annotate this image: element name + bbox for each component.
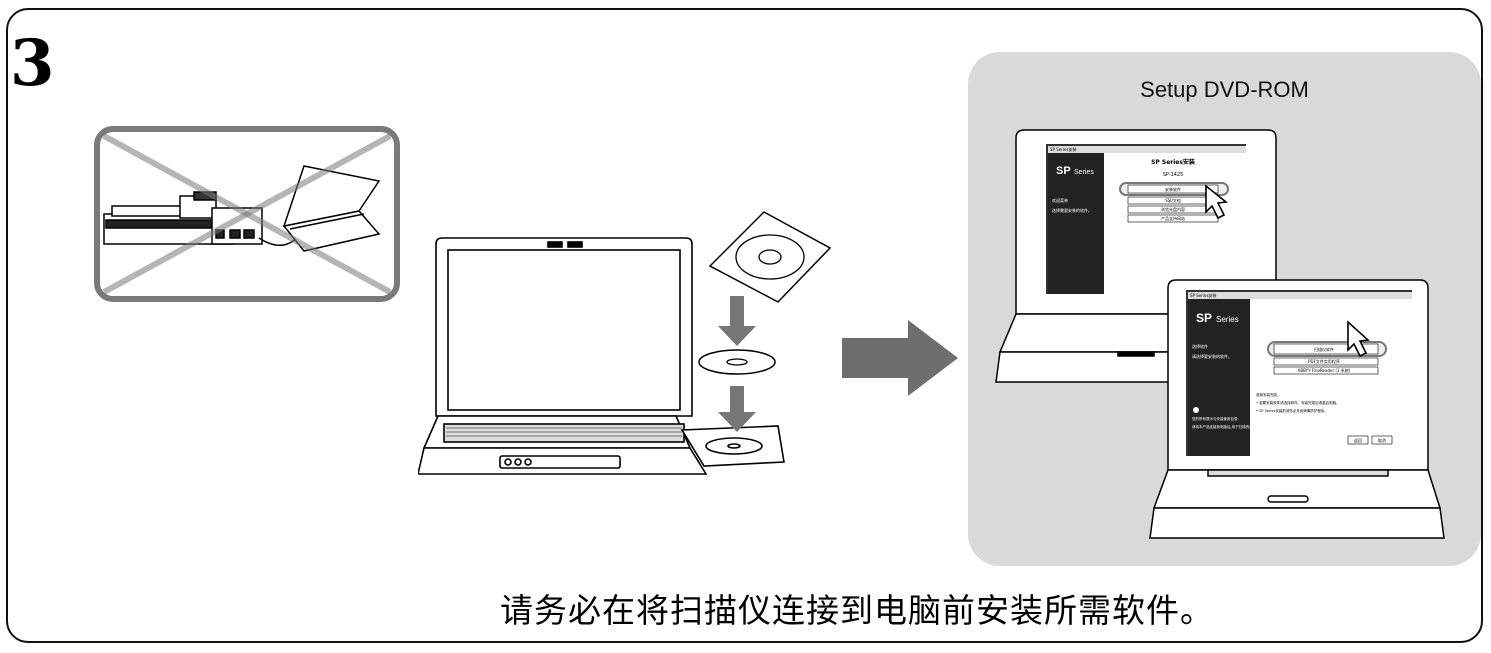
svg-text:产品支持网站: 产品支持网站 [1161, 215, 1185, 221]
svg-text:PDF文件实用程序: PDF文件实用程序 [1308, 358, 1340, 364]
down-arrow-icon [718, 386, 756, 432]
svg-text:SSI/文档: SSI/文档 [1165, 197, 1181, 203]
cursor-icon [1347, 320, 1370, 358]
laptop-dvd-illustration [418, 237, 785, 475]
svg-text:选择软件: 选择软件 [1192, 343, 1208, 349]
svg-text:SP: SP [1196, 311, 1212, 325]
svg-text:SP Series安装: SP Series安装 [1151, 158, 1195, 166]
setup-screens-illustration: SP Series安装 SP Series 欢迎菜单 选择需要安装的软件。 SP… [995, 129, 1445, 539]
svg-text:选择安装完成。: 选择安装完成。 [1256, 392, 1281, 397]
dvd-insert-illustration [698, 211, 832, 432]
svg-text:扫描仪软件: 扫描仪软件 [1314, 346, 1334, 352]
svg-text:请选择要安装的软件。: 请选择要安装的软件。 [1192, 353, 1232, 359]
svg-text:Series: Series [1074, 169, 1094, 176]
cursor-icon [1205, 184, 1228, 220]
window2-titlebar: SP Series安装 [1190, 292, 1217, 298]
svg-text:您的所有提示与安装使用目录:: 您的所有提示与安装使用目录: [1192, 416, 1239, 421]
prohibited-connection-illustration [94, 126, 400, 302]
setup-dvd-title: Setup DVD-ROM [1140, 77, 1309, 102]
svg-text:ABBYY FineReader (1 系统): ABBYY FineReader (1 系统) [1298, 367, 1351, 373]
dvd-disc-icon [698, 349, 776, 375]
svg-text:• 若要安装软件请选择软件。安装完成后请重启电脑。: • 若要安装软件请选择软件。安装完成后请重启电脑。 [1256, 400, 1340, 405]
svg-text:安装软件: 安装软件 [1165, 186, 1181, 192]
step-frame [6, 8, 1483, 643]
svg-text:取消: 取消 [1378, 437, 1386, 443]
instruction-caption: 请务必在将扫描仪连接到电脑前安装所需软件。 [500, 591, 1214, 630]
right-arrow-icon [842, 320, 958, 396]
svg-text:选择需要安装的软件。: 选择需要安装的软件。 [1052, 207, 1092, 213]
window1-titlebar: SP Series安装 [1050, 146, 1077, 152]
svg-text:Series: Series [1216, 315, 1239, 324]
svg-text:欢迎菜单: 欢迎菜单 [1052, 197, 1068, 203]
down-arrow-icon [718, 296, 756, 346]
svg-text:SP-1425: SP-1425 [1163, 172, 1184, 178]
setup-dvd-panel: Setup DVD-ROM SP Series安装 SP Series 欢迎菜单… [968, 52, 1481, 566]
svg-text:返回: 返回 [1354, 437, 1362, 443]
svg-text:请将本产品连接到电脑后,用于扫描的应用程序会自动安装。: 请将本产品连接到电脑后,用于扫描的应用程序会自动安装。 [1192, 424, 1284, 429]
dvd-sleeve-icon [708, 211, 832, 303]
svg-text:• SP Series安装前请务必关闭病毒防护程序。: • SP Series安装前请务必关闭病毒防护程序。 [1256, 408, 1328, 413]
svg-text:浏览光盘内容: 浏览光盘内容 [1161, 206, 1185, 212]
scanner-icon [103, 191, 263, 245]
step-number: 3 [10, 26, 55, 101]
svg-text:SP: SP [1056, 165, 1071, 177]
